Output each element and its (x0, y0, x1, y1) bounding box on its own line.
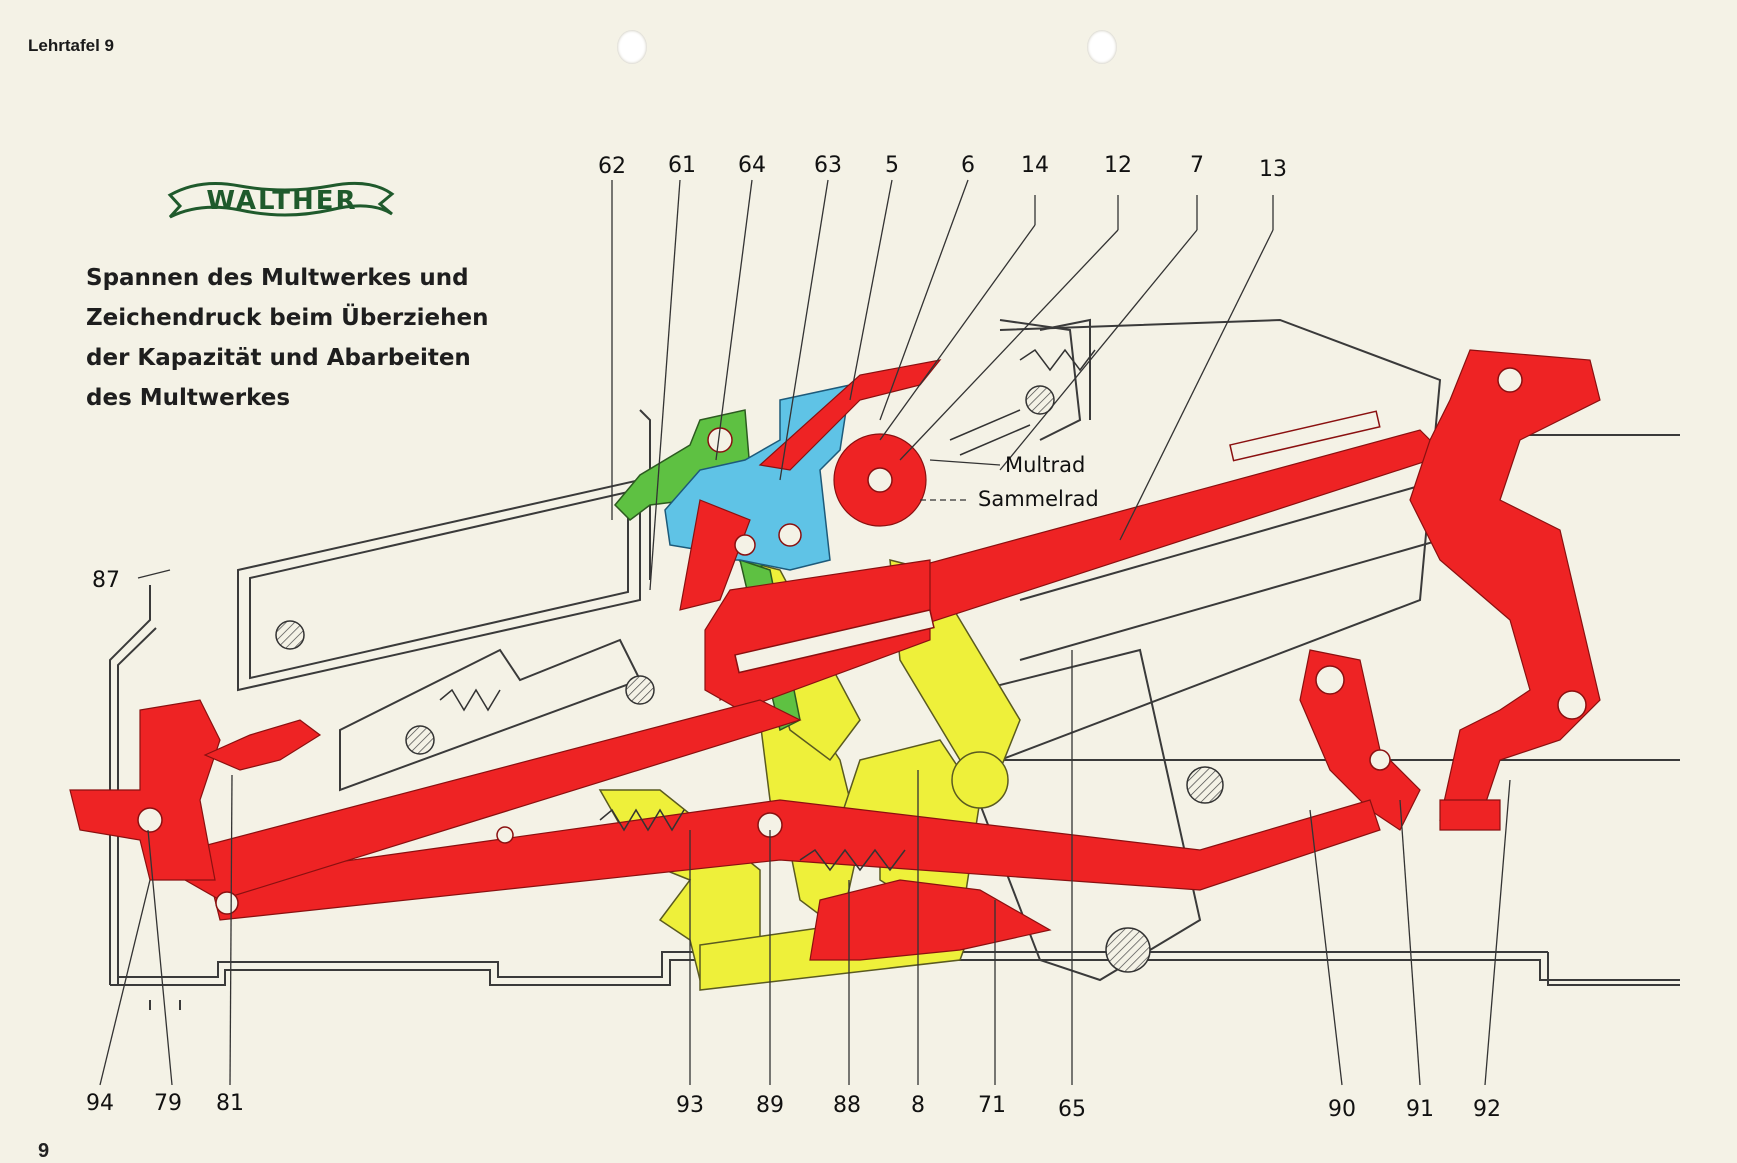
title-line-1: Spannen des Multwerkes und (86, 265, 469, 291)
part-label-5: 5 (885, 153, 899, 178)
page-number: 9 (38, 1140, 50, 1162)
part-label-8: 8 (911, 1093, 925, 1118)
part-label-88: 88 (833, 1093, 861, 1118)
red-part-holes (137, 367, 1587, 915)
part-label-90: 90 (1328, 1097, 1356, 1122)
part-label-64: 64 (738, 153, 766, 178)
housing-outline (109, 318, 1680, 1010)
part-label-92: 92 (1473, 1097, 1501, 1122)
svg-text:WALTHER: WALTHER (206, 186, 357, 216)
springs (439, 348, 1096, 872)
part-label-93: 93 (676, 1093, 704, 1118)
part-label-13: 13 (1259, 157, 1287, 182)
leader-lines (99, 179, 1511, 1086)
part-label-61: 61 (668, 153, 696, 178)
red-levers (69, 349, 1601, 961)
punch-hole-left (617, 30, 647, 64)
part-label-14: 14 (1021, 153, 1049, 178)
top-part-labels: 62 61 64 63 5 6 14 12 7 13 (598, 153, 1287, 182)
part-label-7: 7 (1190, 153, 1204, 178)
part-label-89: 89 (756, 1093, 784, 1118)
part-label-71: 71 (978, 1093, 1006, 1118)
title-line-3: der Kapazität und Abarbeiten (86, 345, 471, 371)
multrad-label: Multrad (1005, 453, 1085, 477)
plate-label: Lehrtafel 9 (28, 36, 114, 55)
punch-hole-right (1087, 30, 1117, 64)
part-label-94: 94 (86, 1091, 114, 1116)
part-label-63: 63 (814, 153, 842, 178)
part-label-91: 91 (1406, 1097, 1434, 1122)
part-label-65: 65 (1058, 1097, 1086, 1122)
part-label-81: 81 (216, 1091, 244, 1116)
part-label-79: 79 (154, 1091, 182, 1116)
part-label-6: 6 (961, 153, 975, 178)
part-label-87: 87 (92, 568, 120, 593)
title-line-4: des Multwerkes (86, 385, 291, 411)
bottom-part-labels: 94 79 81 93 89 88 8 71 65 90 91 92 (86, 1091, 1501, 1122)
sammelrad-label: Sammelrad (978, 487, 1099, 511)
plate-title: Spannen des Multwerkes und Zeichendruck … (86, 258, 556, 418)
walther-logo: WALTHER (167, 181, 395, 219)
part-label-62: 62 (598, 154, 626, 179)
title-line-2: Zeichendruck beim Überziehen (86, 305, 489, 331)
part-label-12: 12 (1104, 153, 1132, 178)
